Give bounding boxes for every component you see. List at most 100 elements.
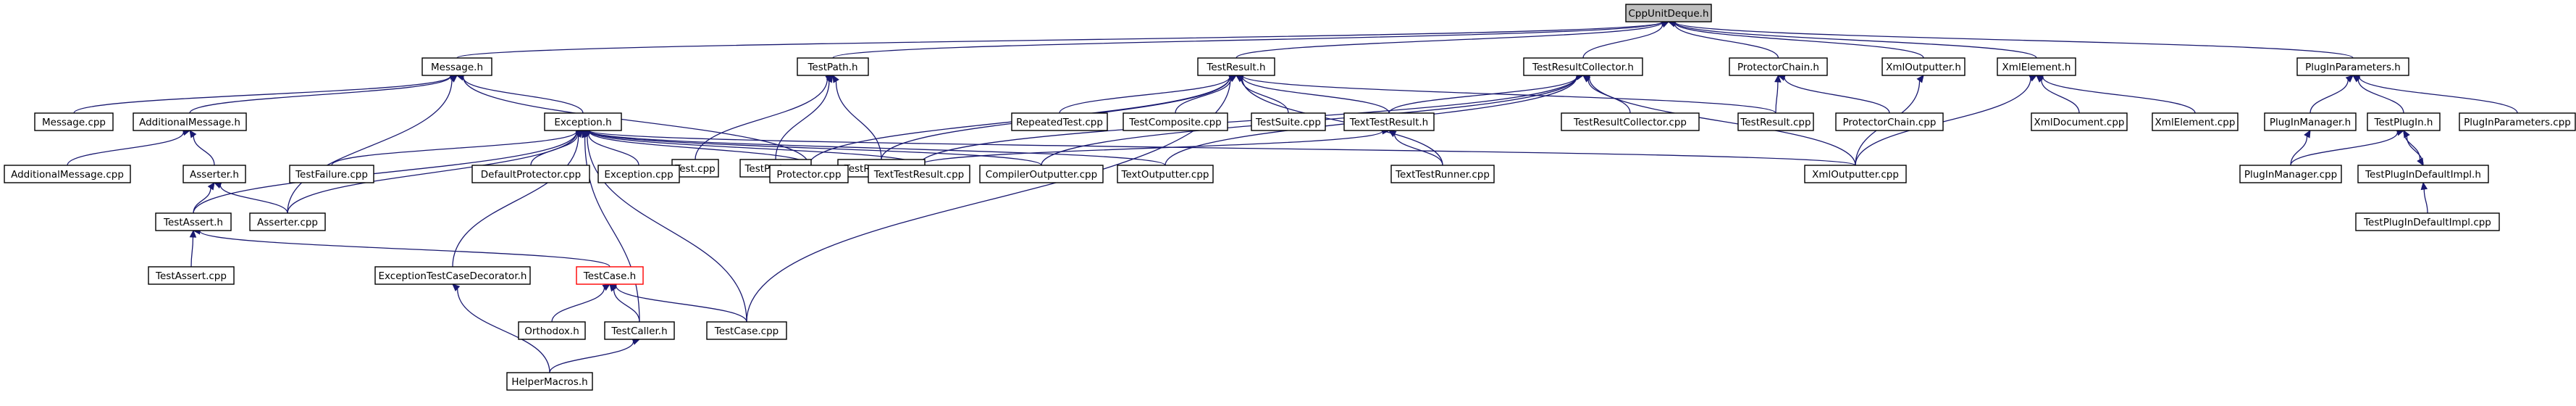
node-testassert-h[interactable]: TestAssert.h bbox=[155, 212, 232, 231]
node-label: Asserter.cpp bbox=[257, 217, 318, 228]
node-testresult-h[interactable]: TestResult.h bbox=[1197, 57, 1275, 76]
edge-line bbox=[589, 130, 1166, 166]
edge-line bbox=[587, 135, 747, 323]
node-xmldocument-cpp[interactable]: XmlDocument.cpp bbox=[2031, 112, 2128, 131]
node-box bbox=[374, 266, 531, 285]
node-exception-cpp[interactable]: Exception.cpp bbox=[597, 165, 680, 183]
node-protectorchain-cpp[interactable]: ProtectorChain.cpp bbox=[1835, 112, 1944, 131]
node-textoutputter-cpp[interactable]: TextOutputter.cpp bbox=[1117, 165, 1214, 183]
node-exceptiontestcasedecorator-h[interactable]: ExceptionTestCaseDecorator.h bbox=[374, 266, 531, 285]
node-testplugin-h[interactable]: TestPlugIn.h bbox=[2367, 112, 2441, 131]
node-xmlelement-cpp[interactable]: XmlElement.cpp bbox=[2152, 112, 2239, 131]
node-test-cpp[interactable]: Test.cpp bbox=[671, 159, 719, 178]
node-testcase-cpp[interactable]: TestCase.cpp bbox=[706, 321, 787, 340]
node-label: TextTestResult.h bbox=[1349, 117, 1428, 128]
node-xmloutputter-cpp[interactable]: XmlOutputter.cpp bbox=[1804, 165, 1907, 183]
node-label: CompilerOutputter.cpp bbox=[986, 169, 1097, 181]
arrowhead bbox=[582, 130, 590, 138]
edge-asserter-cpp-to-message-h bbox=[287, 75, 458, 214]
edge-line bbox=[331, 130, 577, 166]
node-box bbox=[1117, 165, 1214, 183]
node-testresult-cpp[interactable]: TestResult.cpp bbox=[1737, 112, 1814, 131]
edge-line bbox=[189, 75, 451, 114]
edge-line bbox=[549, 341, 634, 373]
node-label: TextTestRunner.cpp bbox=[1395, 169, 1490, 181]
node-protector-cpp[interactable]: Protector.cpp bbox=[769, 165, 849, 183]
edge-xmloutputter-cpp-to-testresultcollector-h bbox=[1582, 74, 1856, 166]
node-texttestrunner-cpp[interactable]: TextTestRunner.cpp bbox=[1390, 165, 1495, 183]
node-message-h[interactable]: Message.h bbox=[421, 57, 492, 76]
node-box bbox=[133, 112, 247, 131]
node-testplugindefaultimpl-cpp[interactable]: TestPlugInDefaultImpl.cpp bbox=[2355, 212, 2500, 231]
node-label: PlugInParameters.cpp bbox=[2464, 117, 2571, 128]
arrowhead bbox=[2417, 157, 2424, 167]
node-box bbox=[1523, 57, 1643, 76]
node-testresultcollector-h[interactable]: TestResultCollector.h bbox=[1523, 57, 1643, 76]
arrowhead bbox=[1388, 130, 1397, 138]
node-label: Asserter.h bbox=[190, 169, 239, 181]
edge-line bbox=[589, 130, 1856, 166]
arrowhead bbox=[826, 74, 834, 83]
edge-line bbox=[1674, 22, 1924, 59]
node-box bbox=[597, 165, 680, 183]
node-box bbox=[2459, 112, 2576, 131]
edge-testplugin-h-to-testplugindefaultimpl-h bbox=[2403, 130, 2424, 167]
edge-line bbox=[832, 21, 1663, 59]
node-pluginmanager-h[interactable]: PlugInManager.h bbox=[2264, 112, 2357, 131]
node-box bbox=[2367, 112, 2441, 131]
node-cppunitdeque[interactable]: CppUnitDeque.h bbox=[1625, 4, 1712, 22]
edge-line bbox=[587, 133, 639, 166]
node-pluginparameters-h[interactable]: PlugInParameters.h bbox=[2296, 57, 2409, 76]
node-orthodox-h[interactable]: Orthodox.h bbox=[518, 321, 586, 340]
edge-line bbox=[457, 289, 550, 373]
node-asserter-cpp[interactable]: Asserter.cpp bbox=[249, 212, 326, 231]
edge-orthodox-h-to-testcase-h bbox=[551, 283, 611, 323]
node-label: Test.cpp bbox=[674, 163, 715, 175]
node-box bbox=[2357, 165, 2489, 183]
edge-testsuite-cpp-to-testresult-h bbox=[1235, 75, 1289, 114]
node-label: AdditionalMessage.h bbox=[139, 117, 240, 128]
edge-xmloutputter-h-to-cppunitdeque bbox=[1667, 19, 1924, 59]
node-testcaller-h[interactable]: TestCaller.h bbox=[604, 321, 675, 340]
node-testcase-h[interactable]: TestCase.h bbox=[576, 266, 644, 285]
edge-helpermacros-h-to-testcaller-h bbox=[549, 338, 641, 373]
node-additionalmessage-h[interactable]: AdditionalMessage.h bbox=[133, 112, 247, 131]
node-xmlelement-h[interactable]: XmlElement.h bbox=[1997, 57, 2076, 76]
node-testassert-cpp[interactable]: TestAssert.cpp bbox=[148, 266, 235, 285]
node-label: PlugInManager.cpp bbox=[2244, 169, 2337, 181]
node-label: TestResultCollector.cpp bbox=[1573, 117, 1687, 128]
node-xmloutputter-h[interactable]: XmlOutputter.h bbox=[1881, 57, 1965, 76]
node-testpath-h[interactable]: TestPath.h bbox=[797, 57, 869, 76]
node-additionalmessage-cpp[interactable]: AdditionalMessage.cpp bbox=[4, 165, 131, 183]
node-box bbox=[182, 165, 246, 183]
node-asserter-h[interactable]: Asserter.h bbox=[182, 165, 246, 183]
node-pluginparameters-cpp[interactable]: PlugInParameters.cpp bbox=[2459, 112, 2576, 131]
node-message-cpp[interactable]: Message.cpp bbox=[34, 112, 114, 131]
edge-testcase-cpp-to-testresult-h bbox=[746, 75, 1238, 323]
node-box bbox=[1011, 112, 1108, 131]
node-defaultprotector-cpp[interactable]: DefaultProtector.cpp bbox=[471, 165, 590, 183]
node-testsuite-cpp[interactable]: TestSuite.cpp bbox=[1251, 112, 1326, 131]
node-repeatedtest-cpp[interactable]: RepeatedTest.cpp bbox=[1011, 112, 1108, 131]
edge-protectorchain-cpp-to-protectorchain-h bbox=[1777, 74, 1890, 114]
node-testresultcollector-cpp[interactable]: TestResultCollector.cpp bbox=[1561, 112, 1700, 131]
edge-testcase-cpp-to-testcase-h bbox=[608, 282, 747, 323]
node-helpermacros-h[interactable]: HelperMacros.h bbox=[506, 372, 593, 391]
node-pluginmanager-cpp[interactable]: PlugInManager.cpp bbox=[2239, 165, 2342, 183]
edge-exception-h-to-message-h bbox=[456, 74, 584, 114]
node-texttestresult-h[interactable]: TextTestResult.h bbox=[1343, 112, 1435, 131]
node-box bbox=[2152, 112, 2239, 131]
node-protectorchain-h[interactable]: ProtectorChain.h bbox=[1729, 57, 1828, 76]
edge-line bbox=[1175, 78, 1231, 114]
node-exception-h[interactable]: Exception.h bbox=[544, 112, 622, 131]
node-texttestresult-cpp[interactable]: TextTestResult.cpp bbox=[868, 165, 970, 183]
node-testfailure-cpp[interactable]: TestFailure.cpp bbox=[289, 165, 374, 183]
node-compileroutputter-cpp[interactable]: CompilerOutputter.cpp bbox=[979, 165, 1104, 183]
node-box bbox=[1343, 112, 1435, 131]
node-testcomposite-cpp[interactable]: TestComposite.cpp bbox=[1123, 112, 1228, 131]
edge-line bbox=[73, 75, 451, 114]
node-label: TestSuite.cpp bbox=[1255, 117, 1321, 128]
edge-asserter-h-to-additionalmessage-h bbox=[189, 129, 215, 166]
node-testplugindefaultimpl-h[interactable]: TestPlugInDefaultImpl.h bbox=[2357, 165, 2489, 183]
